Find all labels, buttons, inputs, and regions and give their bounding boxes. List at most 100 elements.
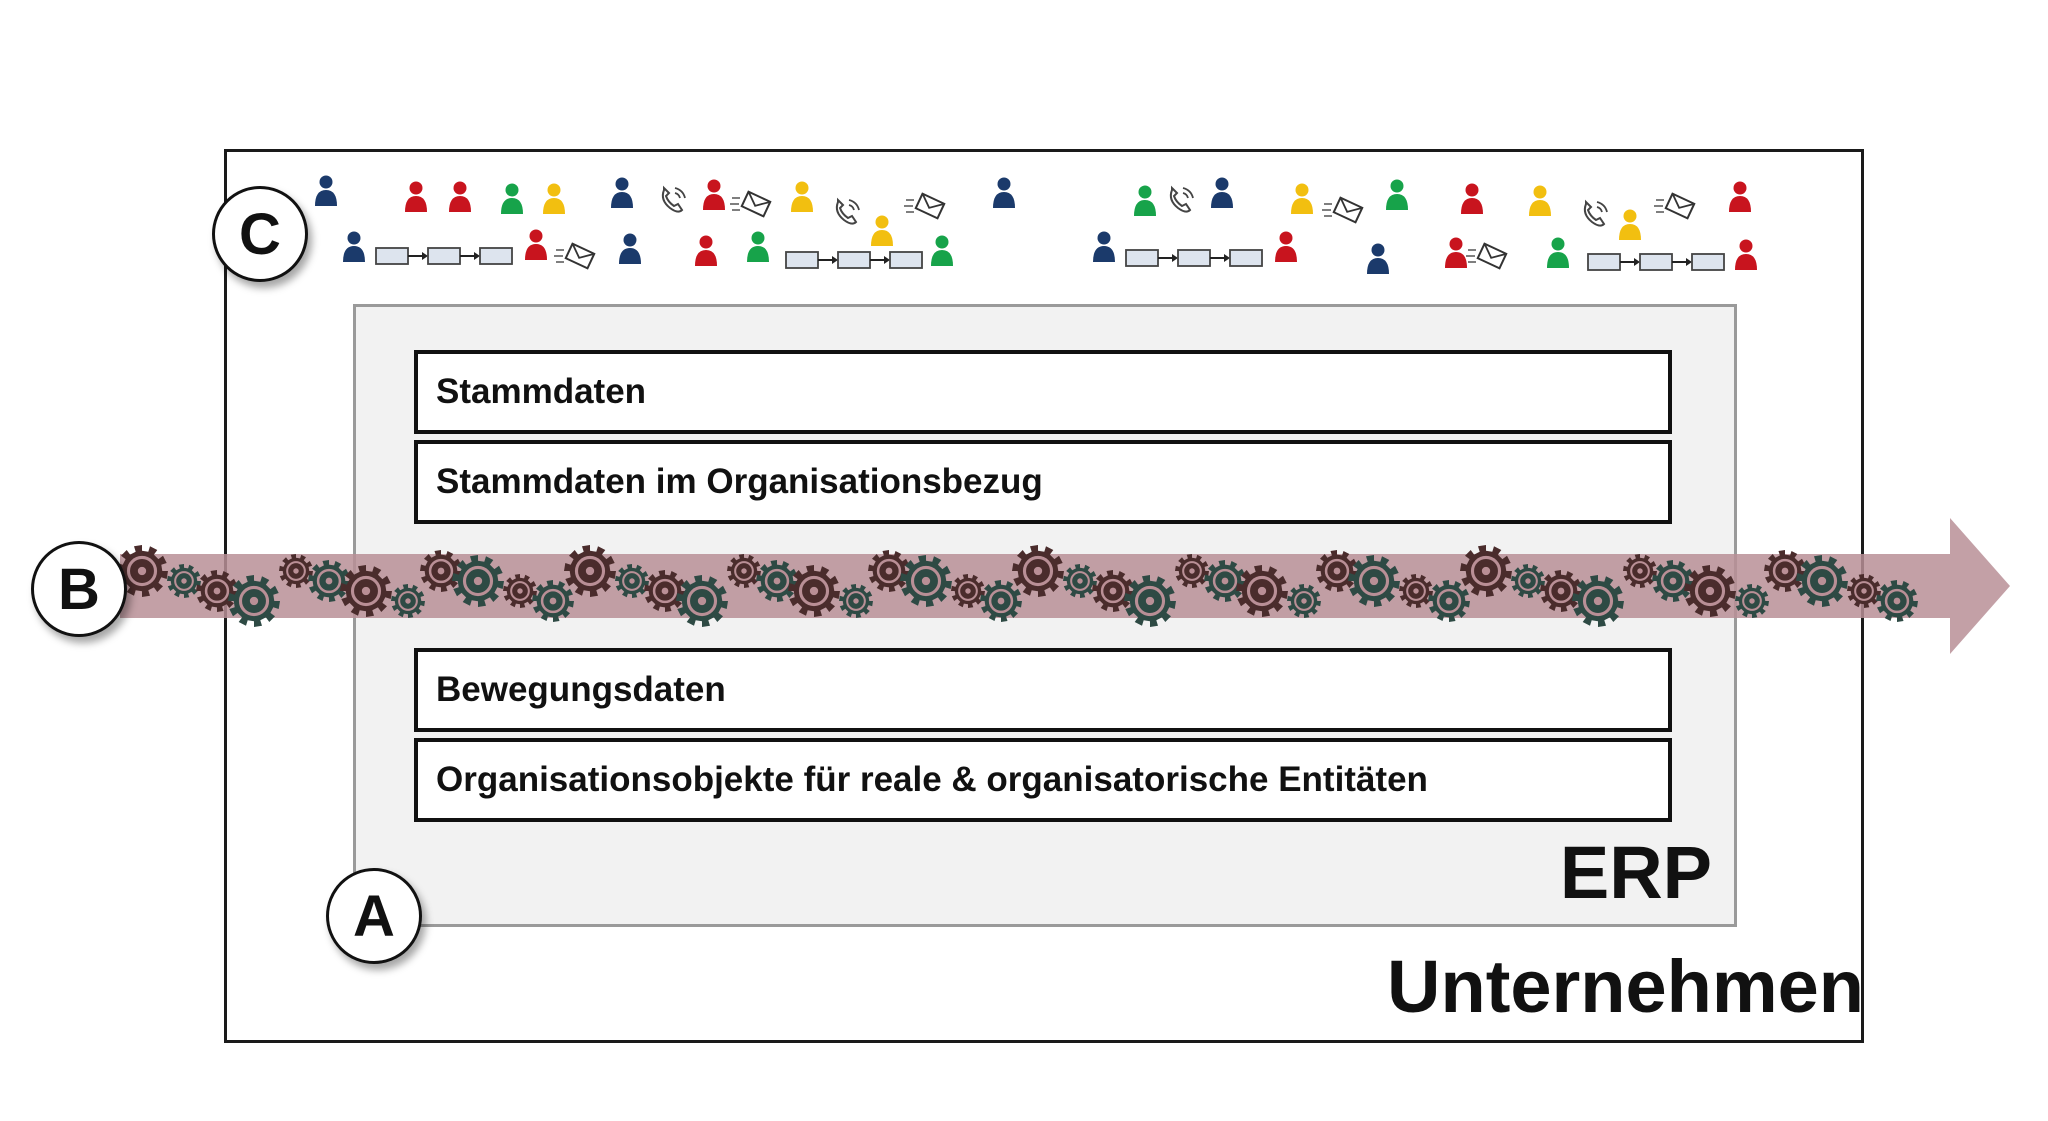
person-icon xyxy=(343,231,365,262)
process-chain-icon xyxy=(785,251,923,269)
person-icon xyxy=(449,181,471,212)
gear-icon xyxy=(788,565,840,617)
person-icon xyxy=(1729,181,1751,212)
gear-icon xyxy=(1684,565,1736,617)
marker-a: A xyxy=(326,868,422,964)
org-master-data-label: Stammdaten im Organisationsbezug xyxy=(436,462,1043,501)
marker-b: B xyxy=(31,541,127,637)
person-icon xyxy=(695,235,717,266)
actors-strip xyxy=(315,175,1757,274)
process-chain-icon xyxy=(1587,253,1725,271)
process-chain-icon xyxy=(1125,249,1263,267)
gear-icon xyxy=(1124,575,1176,627)
person-icon xyxy=(1461,183,1483,214)
person-icon xyxy=(703,179,725,210)
person-icon xyxy=(1134,185,1156,216)
gear-icon xyxy=(1764,550,1806,592)
gear-icon xyxy=(1572,575,1624,627)
gear-icon xyxy=(1399,574,1433,608)
person-icon xyxy=(611,177,633,208)
master-data-box: Stammdaten xyxy=(414,350,1672,434)
person-icon xyxy=(1211,177,1233,208)
gear-icon xyxy=(1204,560,1246,602)
gear-icon xyxy=(167,564,201,598)
gear-icon xyxy=(676,575,728,627)
person-icon xyxy=(747,231,769,262)
transaction-data-box: Bewegungsdaten xyxy=(414,648,1672,732)
master-data-label: Stammdaten xyxy=(436,372,647,411)
person-icon xyxy=(1445,237,1467,268)
gear-icon xyxy=(1092,570,1134,612)
person-icon xyxy=(871,215,893,246)
gear-icon xyxy=(196,570,238,612)
person-icon xyxy=(315,175,337,206)
person-icon xyxy=(1735,239,1757,270)
gear-icon xyxy=(1735,584,1769,618)
gear-icon xyxy=(1287,584,1321,618)
marker-c: C xyxy=(212,186,308,282)
mail-icon xyxy=(1654,192,1696,220)
phone-icon xyxy=(661,185,686,213)
person-icon xyxy=(1547,237,1569,268)
marker-a-label: A xyxy=(353,883,395,949)
mail-icon xyxy=(904,192,946,220)
gear-icon xyxy=(1540,570,1582,612)
gear-icon xyxy=(1511,564,1545,598)
mail-icon xyxy=(1466,242,1508,270)
person-icon xyxy=(1291,183,1313,214)
gear-icon xyxy=(391,584,425,618)
gear-icon xyxy=(1460,545,1512,597)
person-icon xyxy=(619,233,641,264)
erp-label: ERP xyxy=(1559,831,1712,914)
gear-icon xyxy=(1236,565,1288,617)
gear-chain xyxy=(116,545,1918,627)
person-icon xyxy=(1386,179,1408,210)
person-icon xyxy=(525,229,547,260)
gear-icon xyxy=(644,570,686,612)
gear-icon xyxy=(1623,554,1657,588)
transaction-data-label: Bewegungsdaten xyxy=(436,670,726,709)
gear-icon xyxy=(1428,580,1470,622)
gear-icon xyxy=(532,580,574,622)
gear-icon xyxy=(564,545,616,597)
gear-icon xyxy=(420,550,462,592)
person-icon xyxy=(501,183,523,214)
mail-icon xyxy=(554,242,596,270)
person-icon xyxy=(791,181,813,212)
person-icon xyxy=(1275,231,1297,262)
gear-icon xyxy=(1847,574,1881,608)
person-icon xyxy=(1619,209,1641,240)
gear-icon xyxy=(1652,560,1694,602)
gear-icon xyxy=(1876,580,1918,622)
gear-icon xyxy=(116,545,168,597)
phone-icon xyxy=(1583,199,1608,227)
gear-icon xyxy=(1348,555,1400,607)
person-icon xyxy=(1367,243,1389,274)
person-icon xyxy=(993,177,1015,208)
gear-icon xyxy=(1063,564,1097,598)
phone-icon xyxy=(1169,185,1194,213)
gear-icon xyxy=(1175,554,1209,588)
marker-c-label: C xyxy=(239,201,281,267)
gear-icon xyxy=(1796,555,1848,607)
process-chain-icon xyxy=(375,247,513,265)
gear-icon xyxy=(340,565,392,617)
person-icon xyxy=(543,183,565,214)
person-icon xyxy=(405,181,427,212)
person-icon xyxy=(931,235,953,266)
company-label: Unternehmen xyxy=(1387,945,1864,1028)
mail-icon xyxy=(1322,196,1364,224)
org-objects-label: Organisationsobjekte für reale & organis… xyxy=(436,760,1428,799)
gear-icon xyxy=(980,580,1022,622)
person-icon xyxy=(1529,185,1551,216)
gear-icon xyxy=(228,575,280,627)
gear-icon xyxy=(308,560,350,602)
gear-icon xyxy=(756,560,798,602)
mail-icon xyxy=(730,190,772,218)
gear-icon xyxy=(279,554,313,588)
gear-icon xyxy=(452,555,504,607)
person-icon xyxy=(1093,231,1115,262)
gear-icon xyxy=(1316,550,1358,592)
marker-b-label: B xyxy=(58,556,100,622)
